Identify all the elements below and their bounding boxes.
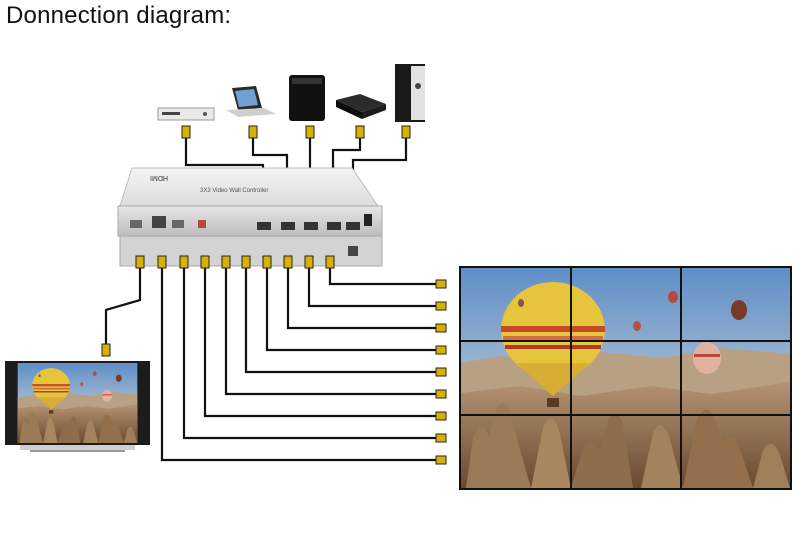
wall-plug-3 [436,412,446,420]
wall-cable-plugs [436,280,446,464]
hdmi-input-port-5 [346,222,360,230]
output-cable-2 [162,266,438,460]
output-cable-5 [226,266,438,394]
hdmi-input-port-3 [304,222,318,230]
input-connectors [182,126,410,138]
hdmi-input-port-4 [327,222,341,230]
video-wall-image [461,268,790,488]
wall-plug-5 [436,368,446,376]
set-top-box-icon [336,94,386,119]
product-label: 3X3 Video Wall Controller [200,188,268,194]
output-port-plug-7 [263,256,271,268]
output-cable-10 [330,266,438,284]
input-plug-2 [249,126,257,138]
output-port-plug-8 [284,256,292,268]
wall-plug-6 [436,346,446,354]
input-plug-5 [402,126,410,138]
wall-plug-9 [436,280,446,288]
input-plug-3 [306,126,314,138]
power-switch [364,214,372,226]
pc-tower-icon [395,64,425,122]
dc-power-port [348,246,358,256]
output-cable-9 [309,266,438,306]
video-wall-3x3 [459,266,792,490]
wall-plug-4 [436,390,446,398]
output-port-plug-10 [326,256,334,268]
output-port-plug-9 [305,256,313,268]
wall-plug-7 [436,324,446,332]
hdmi-input-port-1 [257,222,271,230]
wall-plug-2 [436,434,446,442]
video-wall-controller: HDMI 3X3 Video Wall Controller [118,168,382,266]
single-tv-display [5,361,150,452]
output-port-plug-3 [180,256,188,268]
tv-screen-image [18,363,138,443]
output-port-plug-4 [201,256,209,268]
ir-port [172,220,184,228]
brand-label: HDMI [150,174,168,181]
output-cable-7 [267,266,438,350]
output-cable-8 [288,266,438,328]
tv-cable-plug [102,344,110,356]
game-console-icon [289,75,325,121]
terminal-port [198,220,206,228]
input-plug-1 [182,126,190,138]
output-port-plug-2 [158,256,166,268]
output-port-plug-6 [242,256,250,268]
rs232-port [130,220,142,228]
output-port-plug-1 [136,256,144,268]
input-plug-4 [356,126,364,138]
lan-port [152,216,166,228]
output-cable-1 [106,266,140,348]
output-port-plug-5 [222,256,230,268]
hdmi-input-port-2 [281,222,295,230]
wall-plug-1 [436,456,446,464]
output-cables [106,266,438,460]
output-cable-3 [184,266,438,438]
laptop-icon [226,86,276,117]
dvd-player-icon [158,108,214,120]
wall-plug-8 [436,302,446,310]
output-cable-6 [246,266,438,372]
